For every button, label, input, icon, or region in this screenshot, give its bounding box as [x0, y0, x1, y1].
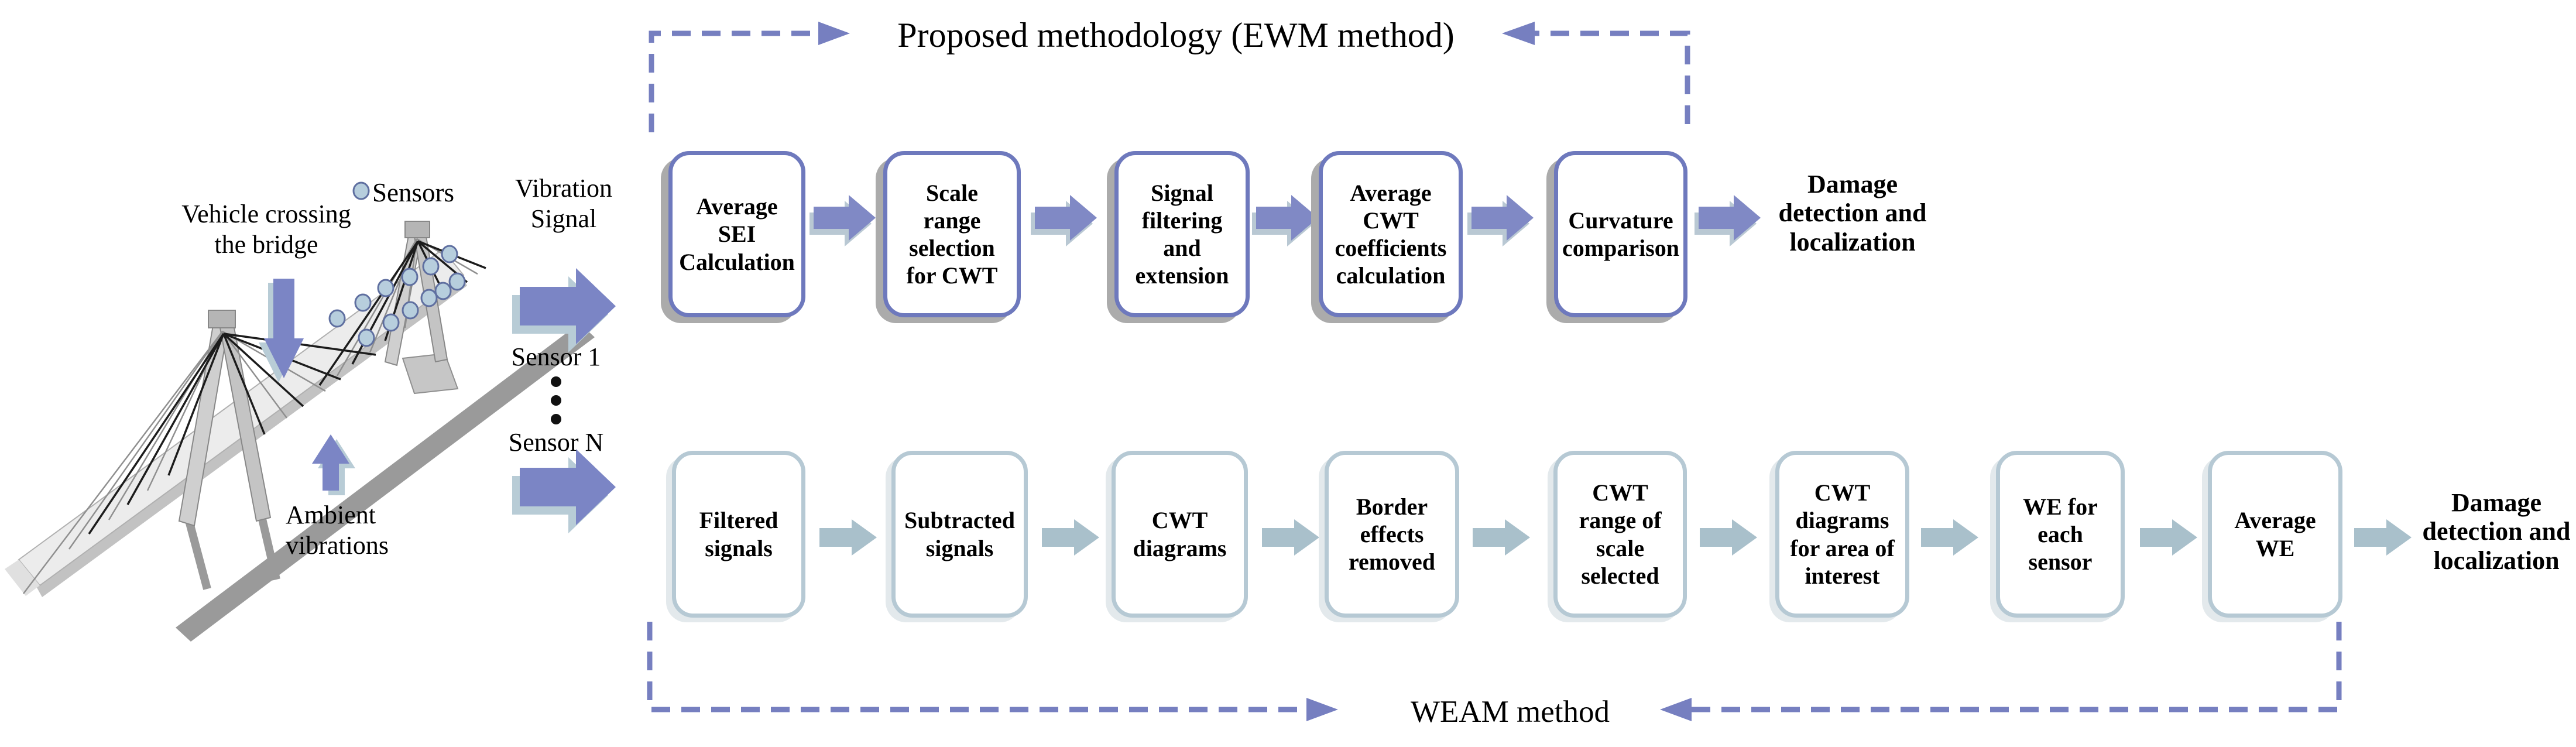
arrow-right-icon	[1467, 195, 1534, 246]
vehicle-load-arrow-down-icon	[259, 279, 304, 382]
arrow-right-icon	[1031, 195, 1097, 246]
bridge-ground-shadow	[176, 323, 595, 642]
arrowhead-left-icon	[1502, 22, 1535, 45]
arrow-right-icon	[1252, 195, 1318, 246]
ewm-result-label: Damage detection and localization	[1778, 170, 1927, 256]
sensor-n-signal-arrow-icon	[512, 449, 616, 533]
weam-dashed-left	[647, 622, 1306, 712]
pylon-leg-below-deck	[184, 518, 211, 590]
flow-box-cwt-diagrams: CWT diagrams	[1112, 451, 1248, 618]
flow-box-cwt-area-interest: CWT diagrams for area of interest	[1775, 451, 1909, 618]
flow-box-filtered-signals: Filtered signals	[672, 451, 805, 618]
vehicle-crossing-label: Vehicle crossing the bridge	[181, 200, 351, 259]
ewm-dashed-arrows	[649, 22, 1690, 132]
sensors-legend-label: Sensors	[372, 178, 455, 207]
flow-box-signal-filtering: Signal filtering and extension	[1114, 151, 1250, 317]
sensor-1-label: Sensor 1	[511, 342, 601, 371]
arrow-right-icon	[2354, 519, 2412, 556]
arrow-right-icon	[1921, 519, 1978, 556]
ambient-vibrations-label: Ambient vibrations	[286, 501, 389, 560]
ewm-flow-arrows	[809, 195, 1761, 246]
ewm-dashed-left	[649, 30, 818, 132]
sensor-legend-icon	[352, 181, 370, 200]
flow-box-curvature-comparison: Curvature comparison	[1554, 151, 1687, 317]
pylon-leg-below-deck	[257, 513, 280, 581]
flow-box-cwt-scale-range: CWT range of scale selected	[1553, 451, 1687, 618]
arrow-right-icon	[1700, 519, 1757, 556]
weam-dashed-arrows	[647, 622, 2342, 721]
vertical-dots-icon	[551, 376, 561, 424]
arrow-right-icon	[2140, 519, 2197, 556]
arrow-right-icon	[1262, 519, 1319, 556]
weam-dashed-right	[1692, 622, 2342, 712]
arrow-right-icon	[1695, 195, 1761, 246]
flow-box-scale-range: Scale range selection for CWT	[883, 151, 1021, 317]
ambient-vibrations-arrow-up-icon	[312, 434, 355, 495]
weam-result-label: Damage detection and localization	[2422, 488, 2571, 575]
weam-flow-arrows	[819, 519, 2412, 556]
left-pylon	[178, 310, 272, 527]
ewm-dashed-right	[1535, 30, 1690, 124]
flow-box-subtracted-signals: Subtracted signals	[891, 451, 1028, 618]
weam-method-title: WEAM method	[1410, 695, 1610, 729]
arrow-right-icon	[1473, 519, 1530, 556]
ewm-method-title: Proposed methodology (EWM method)	[897, 16, 1455, 54]
vibration-signal-label: Vibration Signal	[515, 174, 612, 233]
bridge-deck-end	[5, 560, 40, 596]
flow-box-border-effects: Border effects removed	[1325, 451, 1459, 618]
bridge-illustration	[5, 221, 595, 642]
vibration-signal-arrow-icon	[512, 268, 616, 352]
arrowhead-right-icon	[818, 22, 850, 45]
arrowhead-right-icon	[1306, 698, 1338, 721]
arrow-right-icon	[1042, 519, 1099, 556]
flow-box-we-each-sensor: WE for each sensor	[1996, 451, 2125, 618]
arrow-right-icon	[819, 519, 877, 556]
flow-box-average-we: Average WE	[2208, 451, 2342, 618]
bridge-sensor-icons	[328, 245, 466, 347]
arrowhead-left-icon	[1660, 698, 1692, 721]
arrow-right-icon	[809, 195, 876, 246]
flow-box-avg-cwt-coefficients: Average CWT coefficients calculation	[1319, 151, 1463, 317]
flow-box-average-sei: Average SEI Calculation	[668, 151, 805, 317]
sensor-n-label: Sensor N	[508, 428, 604, 457]
